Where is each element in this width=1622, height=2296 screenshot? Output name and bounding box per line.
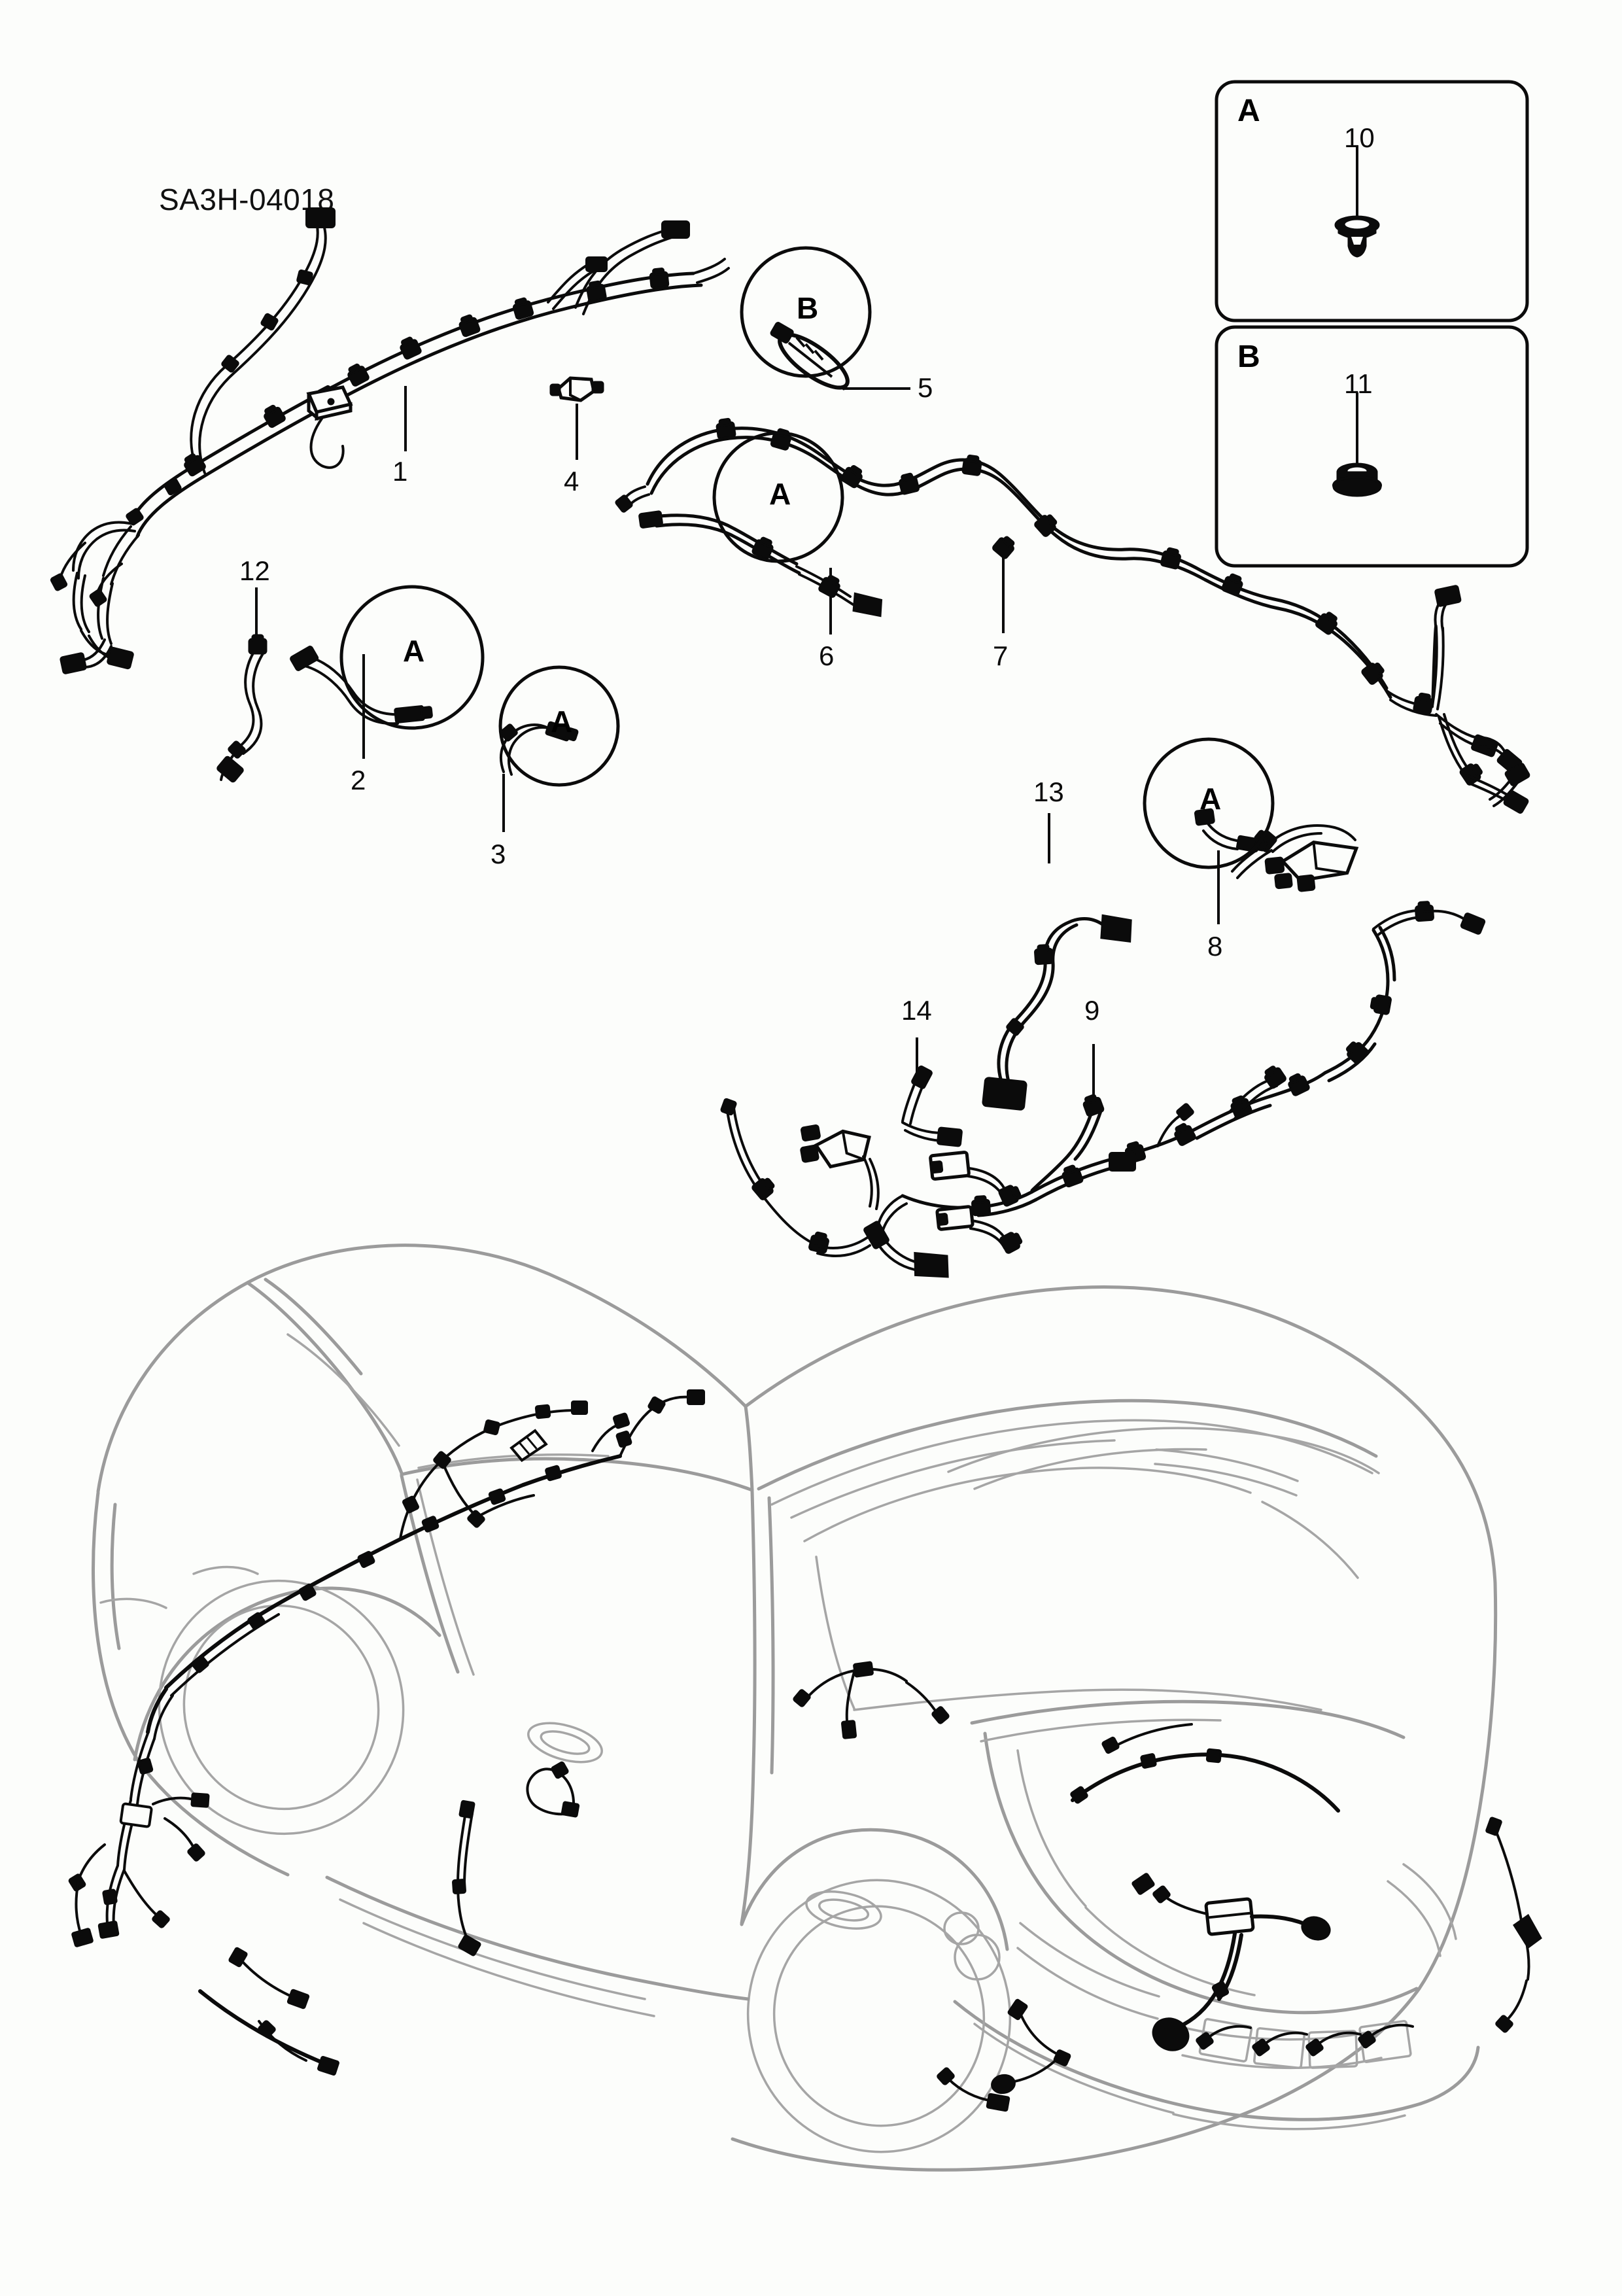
harness-part-9 [719, 900, 1486, 1278]
part-label-4: 4 [564, 466, 579, 496]
harness-part-6 [638, 510, 883, 617]
inset-part-number-11: 11 [1344, 368, 1373, 399]
callout-letter-a-part8: A [1199, 782, 1222, 816]
part-label-13: 13 [1033, 776, 1064, 807]
inset-label-a: A [1237, 94, 1260, 128]
part-10-fastener-icon [1334, 145, 1380, 258]
inset-label-b: B [1237, 339, 1260, 374]
harness-part-14 [901, 1065, 963, 1147]
part-label-7: 7 [993, 640, 1009, 671]
part-label-6: 6 [819, 640, 835, 671]
part-label-3: 3 [491, 839, 506, 869]
inset-part-number-10: 10 [1344, 122, 1375, 153]
part-label-9: 9 [1084, 995, 1100, 1026]
callout-letter-a-part6: A [769, 477, 791, 511]
callout-circle-a-part2 [339, 585, 485, 730]
harness-part-5 [770, 322, 850, 391]
callout-letter-b-part5: B [797, 291, 819, 325]
harness-part-7 [614, 417, 1530, 892]
part-label-8: 8 [1207, 931, 1223, 962]
part-label-1: 1 [392, 456, 408, 487]
harness-part-1 [49, 207, 730, 674]
part-label-2: 2 [351, 765, 366, 795]
harness-part-4 [549, 376, 604, 402]
part-label-14: 14 [901, 995, 932, 1026]
inset-box-a [1215, 80, 1529, 322]
inset-box-b [1215, 325, 1529, 568]
harness-part-13 [982, 914, 1132, 1111]
harness-part-3 [499, 721, 579, 776]
drawing-number: SA3H-04018 [159, 183, 335, 217]
callout-circle-a-part8 [1143, 737, 1275, 869]
inset-box-b-group [1215, 325, 1529, 568]
leader-lines [255, 386, 1220, 1105]
callout-circle-b-part5 [740, 246, 872, 378]
vehicle-illustration [67, 1244, 1542, 2172]
harness-part-2 [290, 646, 433, 725]
part-label-5: 5 [918, 372, 933, 403]
harness-part-12 [216, 634, 267, 783]
callout-letter-a-part2: A [403, 634, 425, 668]
inset-box-a-group [1215, 80, 1529, 322]
part-label-12: 12 [239, 555, 270, 586]
callout-circle-a-part3 [498, 665, 620, 787]
part-11-nut-icon [1332, 392, 1382, 497]
callout-letter-a-part3: A [551, 704, 573, 739]
callout-circle-a-part6 [712, 431, 844, 563]
